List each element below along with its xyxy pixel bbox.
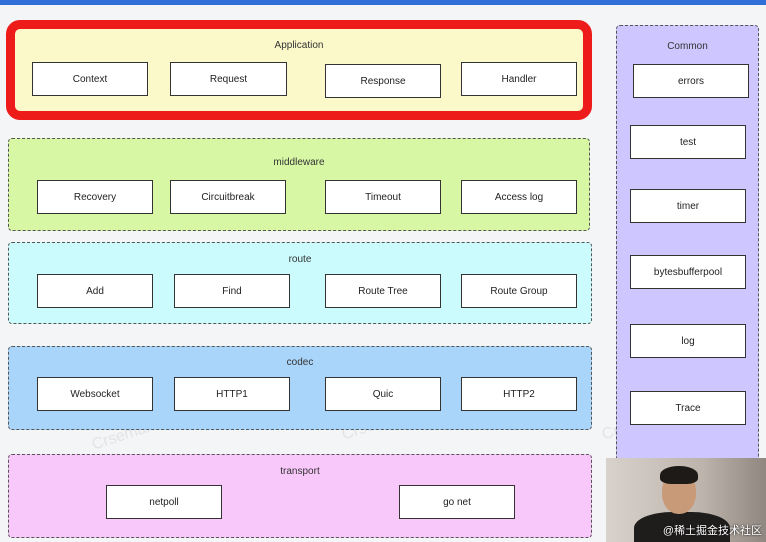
timer-box: timer bbox=[630, 189, 746, 223]
codec-layer: codec Websocket HTTP1 Quic HTTP2 bbox=[8, 346, 592, 430]
access-log-box: Access log bbox=[461, 180, 577, 214]
bytesbufferpool-box: bytesbufferpool bbox=[630, 255, 746, 289]
video-watermark: @稀土掘金技术社区 bbox=[663, 522, 762, 538]
circuitbreak-box: Circuitbreak bbox=[170, 180, 286, 214]
context-box: Context bbox=[32, 62, 148, 96]
common-title: Common bbox=[617, 41, 758, 52]
http2-box: HTTP2 bbox=[461, 377, 577, 411]
handler-box: Handler bbox=[461, 62, 577, 96]
top-accent-bar bbox=[0, 0, 766, 5]
route-tree-box: Route Tree bbox=[325, 274, 441, 308]
request-box: Request bbox=[170, 62, 287, 96]
websocket-box: Websocket bbox=[37, 377, 153, 411]
application-title: Application bbox=[15, 40, 583, 51]
go-net-box: go net bbox=[399, 485, 515, 519]
test-box: test bbox=[630, 125, 746, 159]
response-box: Response bbox=[325, 64, 441, 98]
recovery-box: Recovery bbox=[37, 180, 153, 214]
trace-box: Trace bbox=[630, 391, 746, 425]
log-box: log bbox=[630, 324, 746, 358]
quic-box: Quic bbox=[325, 377, 441, 411]
middleware-layer: middleware Recovery Circuitbreak Timeout… bbox=[8, 138, 590, 231]
timeout-box: Timeout bbox=[325, 180, 441, 214]
middleware-title: middleware bbox=[9, 157, 589, 168]
netpoll-box: netpoll bbox=[106, 485, 222, 519]
add-box: Add bbox=[37, 274, 153, 308]
codec-title: codec bbox=[9, 357, 591, 368]
find-box: Find bbox=[174, 274, 290, 308]
route-group-box: Route Group bbox=[461, 274, 577, 308]
application-layer: Application Context Request Response Han… bbox=[6, 20, 592, 120]
presenter-video: @稀土掘金技术社区 bbox=[606, 458, 766, 542]
transport-title: transport bbox=[9, 466, 591, 477]
route-title: route bbox=[9, 254, 591, 265]
transport-layer: transport netpoll go net bbox=[8, 454, 592, 538]
route-layer: route Add Find Route Tree Route Group bbox=[8, 242, 592, 324]
presenter-hair bbox=[660, 466, 698, 484]
errors-box: errors bbox=[633, 64, 749, 98]
http1-box: HTTP1 bbox=[174, 377, 290, 411]
